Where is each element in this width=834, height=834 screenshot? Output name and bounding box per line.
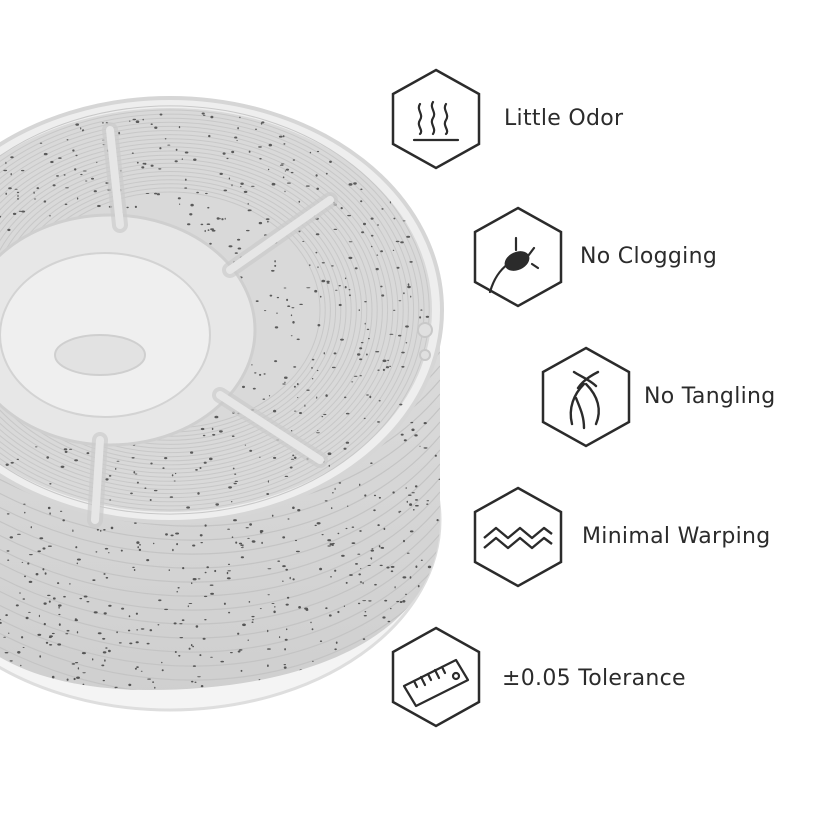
feature-label: ±0.05 Tolerance [502,666,686,691]
feature-label: Little Odor [504,106,624,131]
heat-waves-icon [391,68,481,170]
feature-label: Minimal Warping [582,524,771,549]
feature-label: No Tangling [644,384,776,409]
ruler-icon [391,626,481,728]
warping-waves-icon [473,486,563,588]
nozzle-icon [473,206,563,308]
filament-knot-icon [541,346,631,448]
feature-label: No Clogging [580,244,718,269]
